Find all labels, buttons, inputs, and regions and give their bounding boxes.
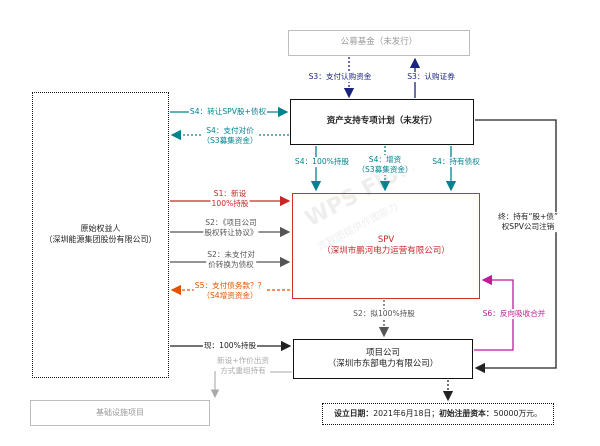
label-s1-1: S1：新设 — [213, 189, 247, 199]
label-new-invest: 新设+作价出资 方式重组持有 — [216, 356, 270, 376]
label-final-1: 终：持有“股+债” — [498, 212, 558, 222]
label-s4-hold: S4：100%持股 — [293, 157, 351, 167]
label-current: 现：100%持股 — [202, 341, 258, 351]
label-s2-agreement-2: 股权转让协议》 — [204, 228, 258, 237]
label-final-2: 权SPV公司注销 — [501, 222, 555, 231]
note-sep: ； — [431, 408, 440, 418]
plan-label: 资产支持专项计划（未发行） — [326, 116, 438, 127]
node-asset-plan[interactable]: 资产支持专项计划（未发行） — [290, 99, 474, 145]
orig-label-2: （深圳能源集团股份有限公司） — [44, 235, 157, 244]
label-final: 终：持有“股+债” 权SPV公司注销 — [497, 212, 559, 232]
label-s4-pay-2: （S3募集资金） — [202, 136, 258, 145]
label-s3-funds: S3：支付认购资金 — [307, 72, 373, 82]
label-s4-debt: S4：持有债权 — [431, 157, 481, 167]
label-s4-pay: S4：支付对价 （S3募集资金） — [201, 126, 259, 146]
label-s4-increase-2: （S3募集资金） — [357, 165, 413, 174]
public-fund-label: 公募基金（未发行） — [340, 37, 418, 48]
label-s2-unpaid-1: S2：未支付对 — [207, 250, 255, 260]
label-s4-pay-1: S4：支付对价 — [206, 126, 254, 136]
label-s4-transfer: S4：转让SPV股+债权 — [188, 107, 268, 117]
label-s2-unpaid-2: 价转换为债权 — [208, 260, 254, 269]
label-s3-cert: S3：认购证券 — [406, 72, 456, 82]
spv-label-2: （深圳市鹏河电力运营有限公司） — [322, 246, 450, 256]
arrow-final — [474, 119, 557, 374]
label-s5-2: （S4增资资金） — [202, 291, 258, 300]
label-s2-unpaid: S2：未支付对 价转换为债权 — [206, 250, 256, 270]
label-s5: S5：支付债务款？？ （S4增资资金） — [193, 281, 267, 301]
note-prefix: 设立日期： — [334, 408, 374, 418]
node-spv[interactable]: SPV （深圳市鹏河电力运营有限公司） — [292, 193, 480, 299]
node-original-holder[interactable]: 原始权益人 （深圳能源集团股份有限公司） — [32, 92, 169, 378]
node-project-company[interactable]: 项目公司 （深圳市东部电力有限公司） — [293, 339, 473, 379]
label-new-invest-2: 方式重组持有 — [220, 366, 266, 375]
node-infrastructure[interactable]: 基础设施项目 — [30, 400, 210, 426]
proj-label-2: （深圳市东部电力有限公司） — [327, 359, 439, 369]
label-s1-2: 100%持股 — [211, 199, 249, 208]
label-s4-increase: S4：增资 （S3募集资金） — [356, 155, 414, 175]
label-s2-hold: S2：拟100%持股 — [352, 309, 416, 319]
node-public-fund[interactable]: 公募基金（未发行） — [288, 30, 470, 56]
label-s5-1: S5：支付债务款？？ — [194, 281, 266, 291]
label-s6: S6：反向吸收合并 — [481, 309, 547, 319]
note-date: 2021年6月18日 — [373, 408, 432, 418]
note-capital: 50000万元。 — [493, 408, 542, 418]
label-s2-agreement: S2：《项目公司 股权转让协议》 — [203, 218, 259, 238]
label-s1: S1：新设 100%持股 — [210, 189, 250, 209]
label-s4-increase-1: S4：增资 — [368, 155, 402, 165]
note-capital-label: 初始注册资本： — [439, 408, 494, 418]
orig-label-1: 原始权益人 — [80, 224, 121, 234]
label-new-invest-1: 新设+作价出资 — [217, 356, 269, 366]
label-s2-agreement-1: S2：《项目公司 — [205, 218, 257, 228]
spv-label-1: SPV — [377, 234, 395, 245]
infra-label: 基础设施项目 — [96, 407, 144, 417]
node-note[interactable]: 设立日期： 2021年6月18日 ； 初始注册资本： 50000万元。 — [322, 403, 554, 425]
proj-label-1: 项目公司 — [365, 347, 400, 358]
